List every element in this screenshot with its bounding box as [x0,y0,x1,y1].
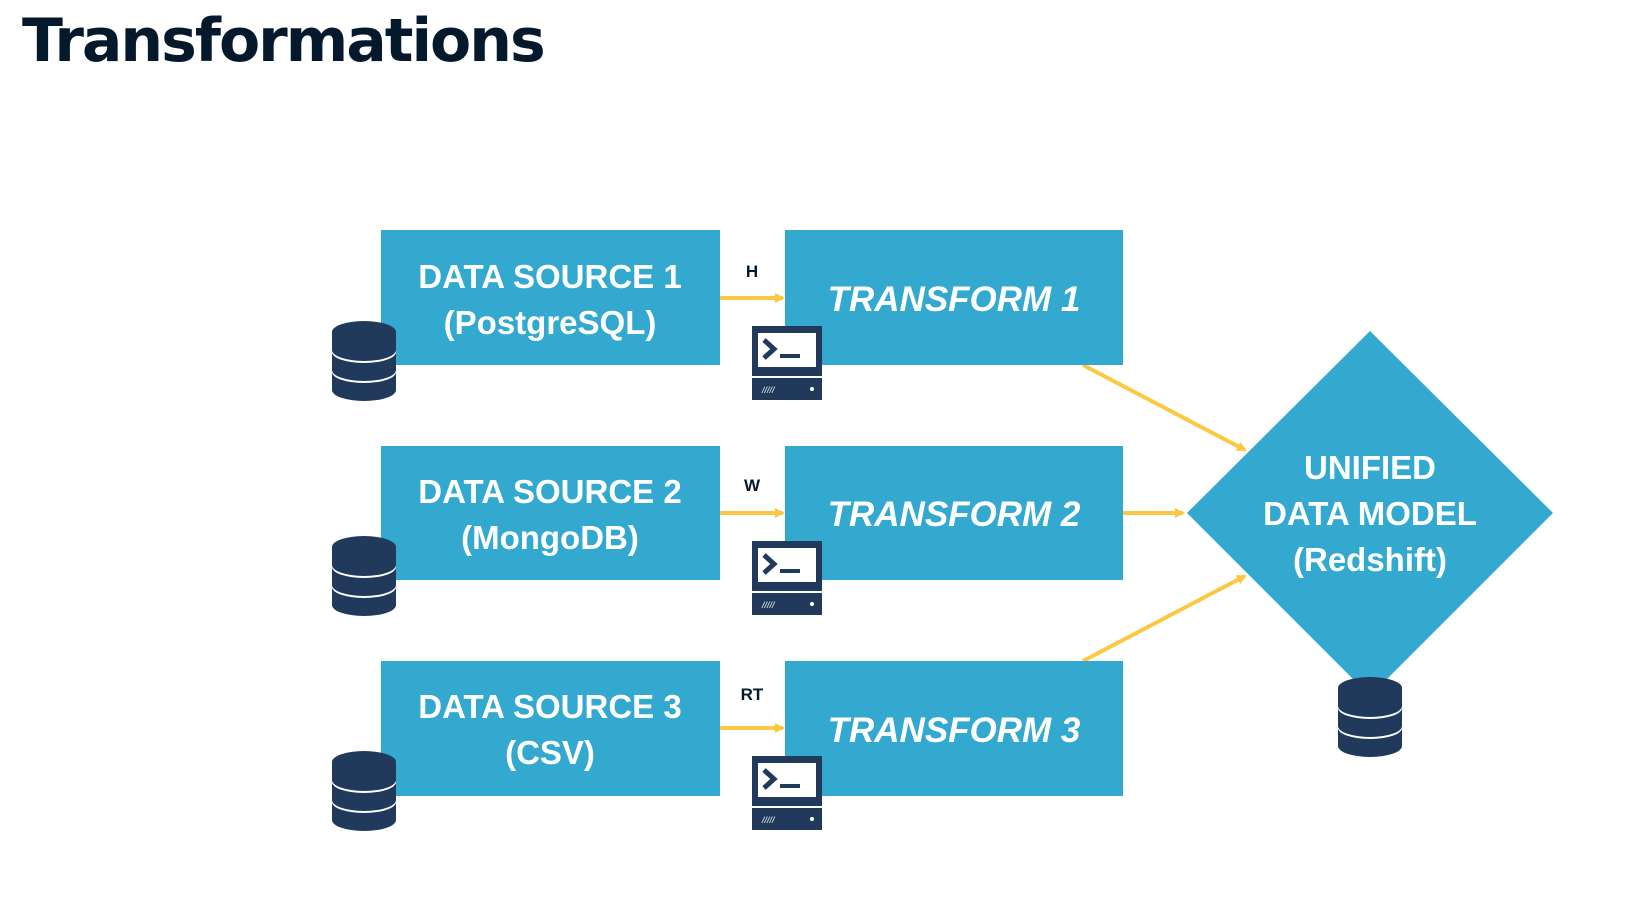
data-source-1-subtitle: (PostgreSQL) [444,304,657,341]
frequency-label-1: H [746,262,758,281]
transform-3: TRANSFORM 3 [752,661,1123,830]
transform-3-label: TRANSFORM 3 [828,711,1081,750]
database-icon [332,536,396,616]
arrow-transform3-model [1082,574,1247,663]
data-source-3-title: DATA SOURCE 3 [418,688,681,725]
unified-data-model: UNIFIED DATA MODEL (Redshift) [1187,331,1553,757]
terminal-server-icon [752,541,822,615]
data-source-1: DATA SOURCE 1 (PostgreSQL) [332,230,720,401]
data-source-1-title: DATA SOURCE 1 [418,258,681,295]
database-icon [332,321,396,401]
data-source-2: DATA SOURCE 2 (MongoDB) [332,446,720,616]
arrows [720,293,1247,733]
data-source-2-title: DATA SOURCE 2 [418,473,681,510]
model-line-1: UNIFIED [1304,449,1436,486]
model-line-2: DATA MODEL [1263,495,1477,532]
model-line-3: (Redshift) [1293,541,1447,578]
arrow-transform1-model [1082,363,1247,452]
terminal-server-icon [752,756,822,830]
database-icon [332,751,396,831]
data-source-2-subtitle: (MongoDB) [461,519,639,556]
database-icon [1338,677,1402,757]
transform-1: TRANSFORM 1 [752,230,1123,400]
page-title: Transformations [22,6,546,76]
terminal-server-icon [752,326,822,400]
transform-2-label: TRANSFORM 2 [828,495,1081,534]
transform-1-label: TRANSFORM 1 [828,280,1081,319]
data-source-3: DATA SOURCE 3 (CSV) [332,661,720,831]
data-source-3-subtitle: (CSV) [505,734,595,771]
frequency-label-3: RT [741,685,764,704]
frequency-label-2: W [744,476,761,495]
transform-2: TRANSFORM 2 [752,446,1123,615]
